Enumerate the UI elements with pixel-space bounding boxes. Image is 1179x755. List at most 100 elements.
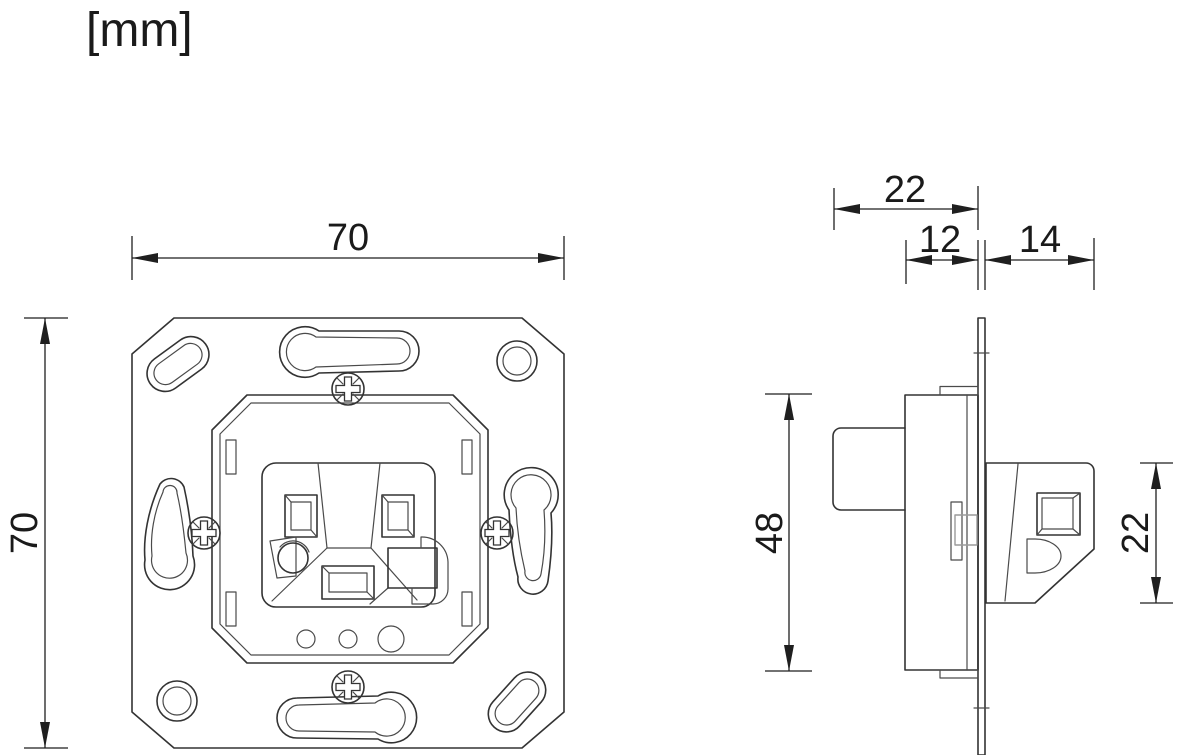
dim-label-knob-depth: 22 (884, 169, 926, 211)
boss-circle (277, 542, 309, 574)
bevel-line (1036, 528, 1043, 536)
dim-body-height: 48 (749, 393, 812, 672)
hole-inner (162, 686, 192, 716)
dim-label-front-width: 70 (327, 217, 369, 259)
kidney-outer (276, 691, 418, 744)
boss-base (269, 536, 297, 579)
inner-frame-inner (219, 402, 481, 656)
kidney-outer (278, 325, 420, 379)
arrowhead-left (834, 204, 860, 214)
arrowhead-top (784, 394, 794, 420)
keyhole-outer (503, 466, 559, 595)
screw-cross-line (352, 393, 360, 401)
center-clip (950, 501, 978, 561)
guide-line (317, 462, 328, 549)
screw-right (480, 516, 514, 550)
dim-label-front-height: 70 (4, 512, 46, 554)
screw-cross-line (501, 537, 509, 545)
arrowhead-right (538, 253, 564, 263)
oval-slot-inner (494, 678, 540, 726)
dim-rear-height: 22 (1115, 462, 1173, 604)
screw-head-icon (480, 516, 514, 550)
housing-step-bottom (939, 669, 979, 679)
kidney-inner (285, 332, 411, 372)
round-hole-bottom-left (156, 680, 198, 722)
screw-cross-line (501, 521, 509, 529)
screw-cross-line (352, 691, 360, 699)
bevel-line (310, 529, 318, 538)
bevel-line (381, 494, 389, 503)
screw-cross-line (336, 377, 344, 385)
guide-line (370, 547, 418, 601)
keyhole-slot-left (143, 477, 196, 591)
hole-outer (156, 680, 198, 722)
dim-label-body-height: 48 (749, 512, 791, 554)
terminal-square (387, 547, 438, 589)
arrowhead-top (1151, 463, 1161, 489)
dim-body-depth: 12 (905, 219, 979, 290)
clip-tab (950, 501, 963, 561)
screw-left (187, 516, 221, 550)
oval-slot-outer (146, 335, 210, 393)
plate-bar (977, 317, 986, 755)
indicator-hole (377, 625, 405, 653)
arrowhead-left (132, 253, 158, 263)
switch-module (261, 462, 449, 653)
arrowhead-right (952, 255, 978, 265)
screw-head-icon (187, 516, 221, 550)
oval-slot-outer (487, 671, 547, 733)
keyhole-inner (510, 474, 552, 582)
rear-body-outline (985, 462, 1095, 604)
screw-slot-icon (191, 520, 217, 546)
oval-slot-inner (153, 342, 203, 386)
kidney-slot-bottom (276, 691, 418, 744)
hole-inner (502, 346, 532, 376)
bevel-line (407, 529, 415, 538)
kidney-slot-top (278, 325, 420, 379)
screw-cross-line (192, 537, 200, 545)
button-inner (1041, 497, 1074, 530)
fixing-slot (461, 439, 473, 475)
arrowhead-top (40, 318, 50, 344)
housing-step-top (939, 385, 979, 396)
screw-cross-line (352, 377, 360, 385)
arrowhead-left (985, 255, 1011, 265)
bevel-line (321, 565, 330, 574)
screw-cross-line (208, 521, 216, 529)
dim-label-rear-height: 22 (1115, 512, 1157, 554)
screw-cross-line (485, 537, 493, 545)
guide-line (369, 587, 389, 605)
bevel-line (366, 591, 375, 600)
terminal-bracket (411, 536, 449, 605)
indicator-hole (296, 629, 316, 649)
guide-line (370, 462, 381, 549)
fixing-slot (225, 591, 237, 627)
screw-slot-icon (335, 376, 361, 402)
dim-label-body-depth: 12 (919, 219, 961, 261)
rear-terminal-button (1036, 492, 1081, 536)
inner-frame-outer (211, 394, 489, 664)
arrowhead-bottom (40, 722, 50, 748)
round-boss-lower-left (269, 536, 310, 579)
button-inner (328, 572, 368, 593)
knob (832, 427, 906, 511)
terminal-block-lower-right (387, 536, 449, 605)
front-view: 70 70 (4, 217, 565, 749)
bevel-line (1072, 492, 1081, 499)
clip-block (954, 514, 978, 546)
arrowhead-bottom (1151, 577, 1161, 603)
screw-head-icon (331, 372, 365, 406)
hole-outer (496, 340, 538, 382)
button-outer (284, 494, 318, 538)
screw-cross-line (336, 691, 344, 699)
contact-button-center (321, 565, 375, 600)
bevel-line (284, 494, 292, 503)
mounting-plate-outline (131, 317, 565, 749)
fixing-slots (225, 439, 473, 627)
dim-rear-depth: 14 (984, 219, 1095, 290)
button-inner (290, 501, 312, 531)
arrowhead-left (906, 255, 932, 265)
dim-label-rear-depth: 14 (1019, 219, 1061, 261)
